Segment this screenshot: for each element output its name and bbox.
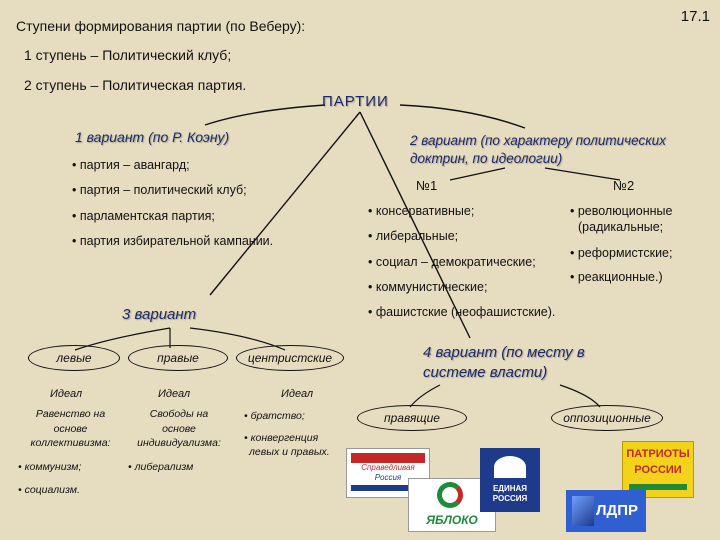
- variant1-item: • партия избирательной кампании.: [72, 234, 274, 248]
- no1-item: • консервативные;: [368, 204, 475, 218]
- no2-item: • реакционные.): [570, 270, 663, 284]
- ruling-parties-oval: правящие: [357, 405, 467, 431]
- ldpr-logo-text: ЛДПР: [596, 502, 638, 519]
- slide-number: 17.1: [680, 8, 710, 25]
- right-ideal-text: основе: [162, 423, 196, 435]
- no2-label: №2: [613, 178, 635, 193]
- no2-item: • революционные: [570, 204, 673, 218]
- variant1-title: 1 вариант (по Р. Коэну): [75, 129, 230, 145]
- sr-logo-text: Справедливая: [361, 463, 415, 472]
- variant1-item: • партия – политический клуб;: [72, 183, 247, 197]
- left-item: • коммунизм;: [18, 461, 82, 473]
- center-ideal-text: • конвергенция: [244, 432, 319, 444]
- edinaya-rossiya-logo: ЕДИНАЯ РОССИЯ: [480, 448, 540, 512]
- no1-item: • либеральные;: [368, 229, 459, 243]
- weber-title: Ступени формирования партии (по Веберу):: [16, 18, 306, 34]
- ldpr-logo: ЛДПР: [566, 490, 646, 532]
- right-ideal-label: Идеал: [158, 388, 191, 400]
- right-item: • либерализм: [128, 461, 194, 473]
- apple-icon: [437, 482, 463, 508]
- parties-heading: ПАРТИИ: [322, 93, 389, 110]
- right-ideal-text: Свободы на: [149, 408, 209, 420]
- variant2-title-line1: 2 вариант (по характеру политических: [410, 133, 666, 148]
- no1-item: • коммунистические;: [368, 280, 488, 294]
- left-ideal-label: Идеал: [50, 388, 83, 400]
- patriots-logo-text: ПАТРИОТЫ: [626, 448, 690, 460]
- no1-item: • социал – демократические;: [368, 255, 536, 269]
- no1-label: №1: [416, 178, 438, 193]
- left-parties-oval: левые: [28, 345, 120, 371]
- left-ideal-text: основе: [53, 423, 88, 435]
- centrist-parties-oval: центристские: [236, 345, 344, 371]
- opposition-parties-oval: оппозиционные: [551, 405, 663, 431]
- patriots-of-russia-logo: ПАТРИОТЫ РОССИИ: [622, 441, 694, 498]
- no2-item: (радикальные;: [578, 220, 664, 234]
- right-parties-oval: правые: [128, 345, 228, 371]
- variant4-title-line2: системе власти): [423, 364, 548, 381]
- center-ideal-text: • братство;: [244, 410, 305, 422]
- variant1-item: • парламентская партия;: [72, 209, 215, 223]
- yabloko-logo-text: ЯБЛОКО: [426, 513, 478, 527]
- stage-2: 2 ступень – Политическая партия.: [24, 77, 247, 93]
- er-logo-text: РОССИЯ: [492, 494, 528, 503]
- bear-icon: [494, 456, 526, 478]
- no1-item: • фашистские (неофашистские).: [368, 305, 556, 319]
- center-ideal-text: левых и правых.: [249, 446, 330, 458]
- left-ideal-text: Равенство на: [35, 408, 106, 420]
- variant4-title-line1: 4 вариант (по месту в: [423, 344, 585, 361]
- er-logo-text: ЕДИНАЯ: [492, 484, 528, 493]
- variant2-title-line2: доктрин, по идеологии): [410, 151, 563, 166]
- variant3-title: 3 вариант: [122, 306, 197, 323]
- patriots-logo-text: РОССИИ: [634, 464, 682, 476]
- right-ideal-text: индивидуализма:: [137, 437, 221, 449]
- left-ideal-text: коллективизма:: [30, 437, 111, 449]
- left-item: • социализм.: [18, 484, 80, 496]
- variant1-item: • партия – авангард;: [72, 158, 190, 172]
- center-ideal-label: Идеал: [281, 388, 314, 400]
- no2-item: • реформистские;: [570, 246, 673, 260]
- stage-1: 1 ступень – Политический клуб;: [24, 47, 232, 63]
- sr-logo-text: Россия: [374, 473, 402, 482]
